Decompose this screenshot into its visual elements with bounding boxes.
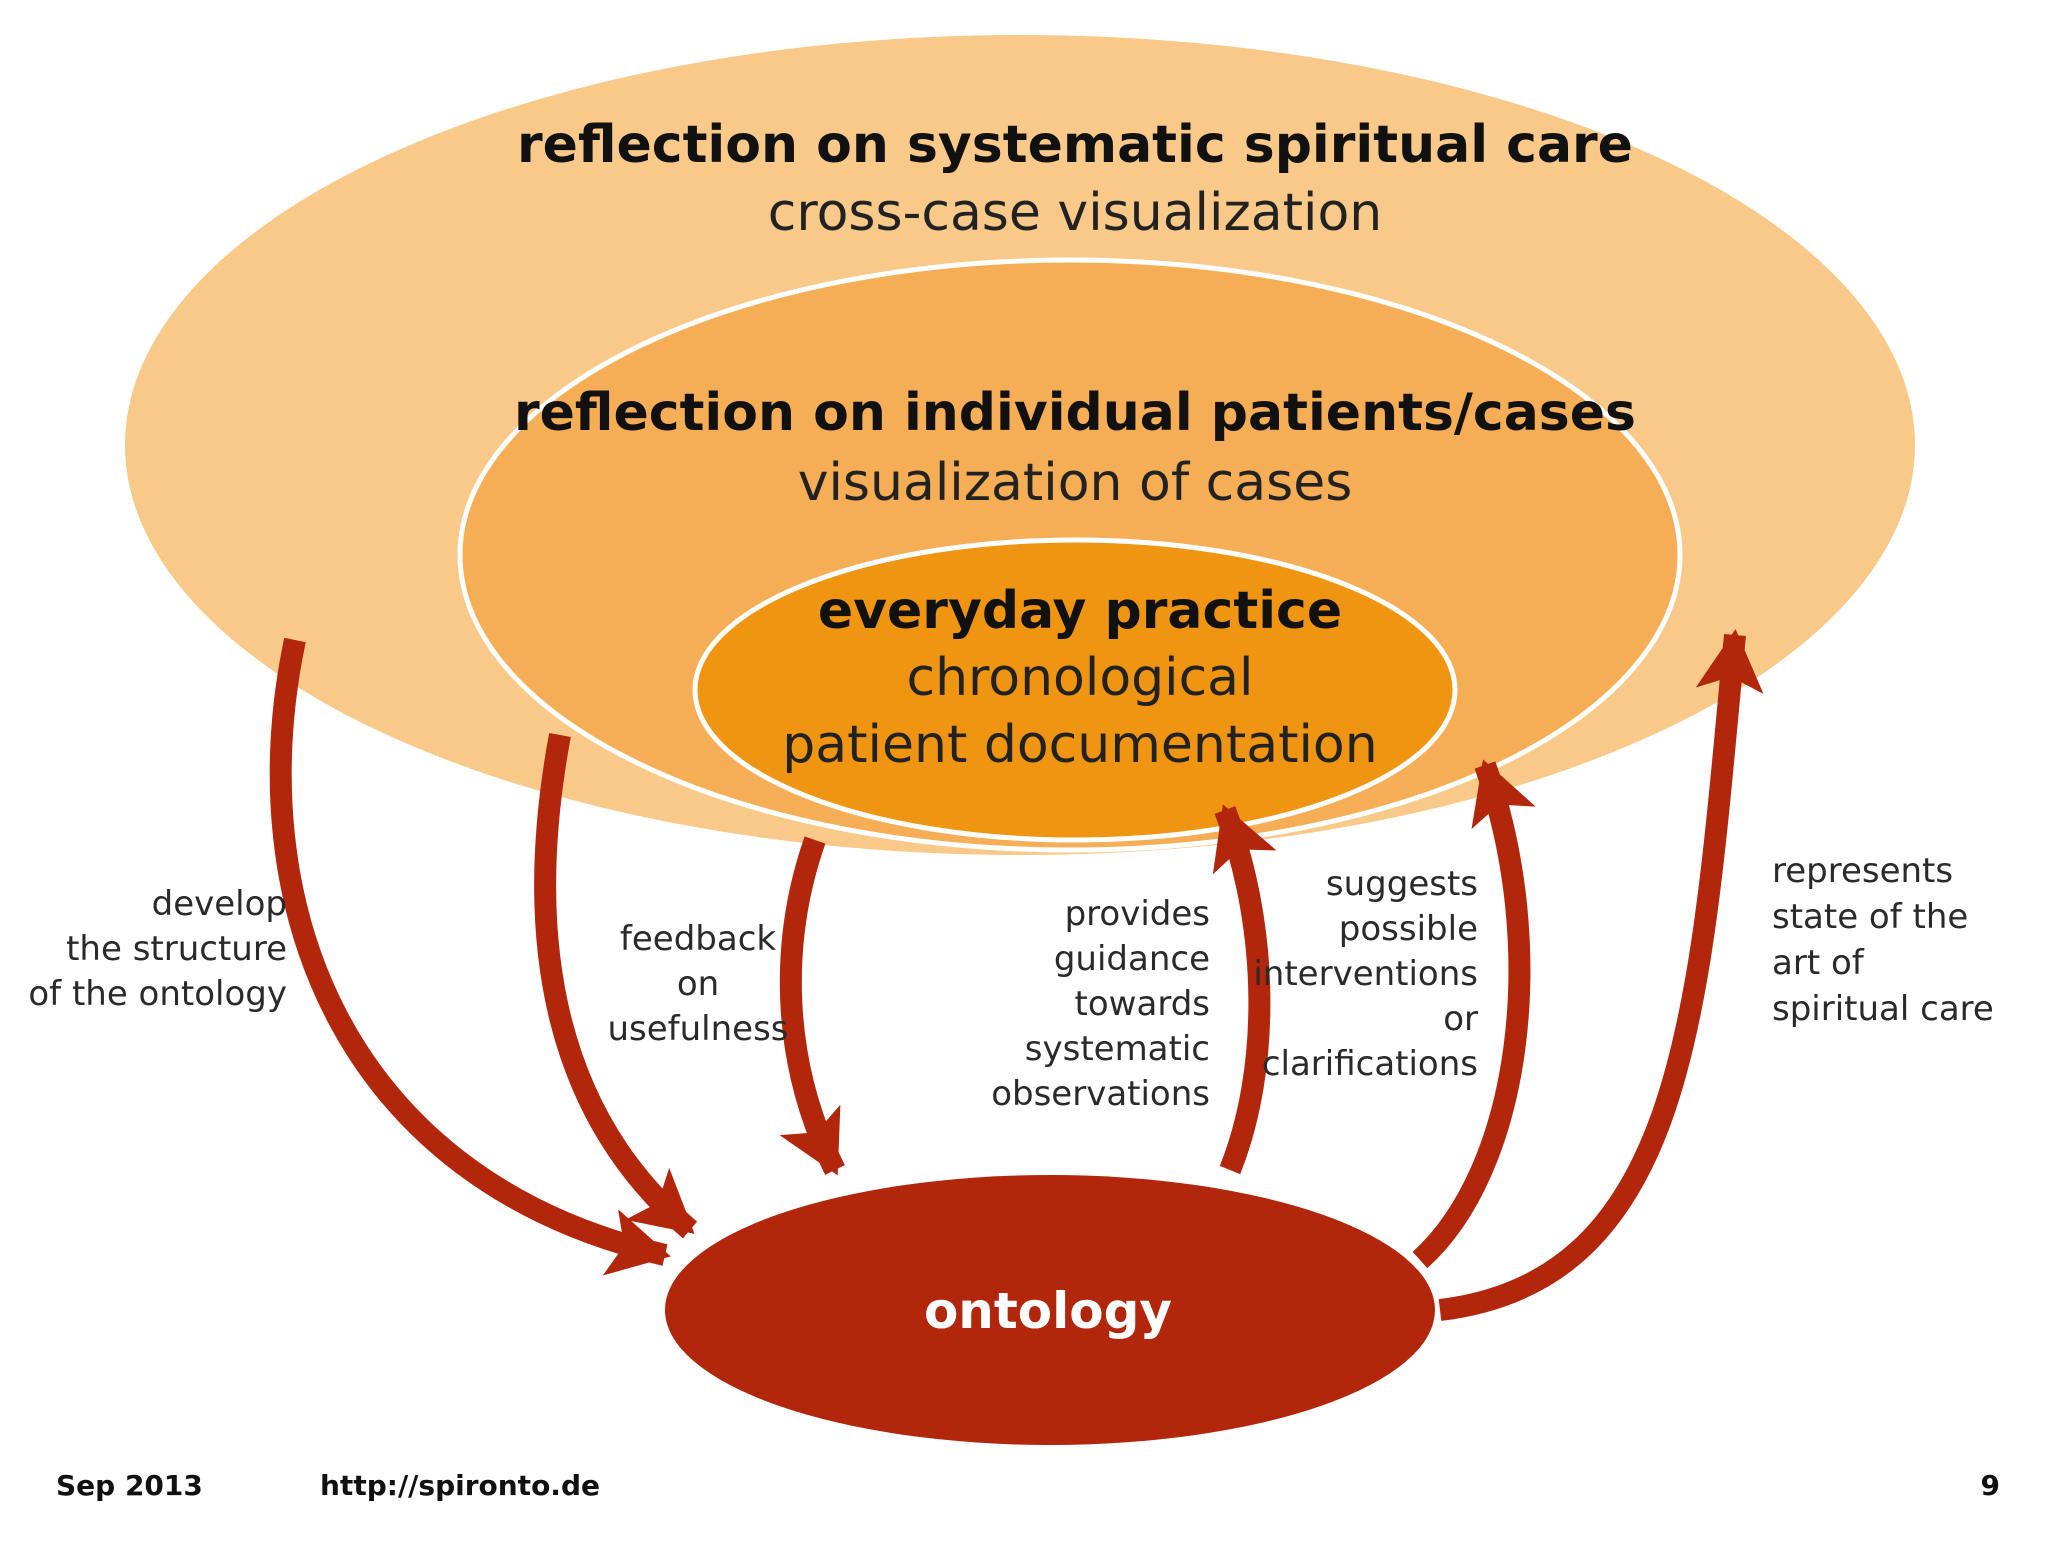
inner-subtitle-line2: patient documentation <box>782 715 1377 775</box>
represents-label-line: spiritual care <box>1772 989 1994 1029</box>
feedback-label-line: feedback <box>620 919 776 959</box>
ontology-label: ontology <box>924 1282 1172 1340</box>
develop-label-line: develop <box>152 884 287 924</box>
arrows-group <box>269 629 1764 1321</box>
middle-subtitle: visualization of cases <box>798 453 1353 513</box>
usefulness-arrow <box>779 836 845 1176</box>
develop-arrow <box>269 637 671 1276</box>
suggests-label-line: clarifications <box>1262 1044 1478 1084</box>
suggests-label: suggests possible interventions or clari… <box>1253 864 1478 1084</box>
represents-label: represents state of the art of spiritual… <box>1772 851 1994 1029</box>
suggests-label-line: or <box>1443 999 1478 1039</box>
represents-label-line: state of the <box>1772 897 1968 937</box>
feedback-arrow <box>534 732 698 1239</box>
suggests-label-line: possible <box>1339 909 1478 949</box>
guidance-label-line: provides <box>1065 894 1210 934</box>
guidance-label: provides guidance towards systematic obs… <box>991 894 1210 1114</box>
footer-date: Sep 2013 <box>56 1469 203 1502</box>
feedback-label-line: usefulness <box>607 1009 788 1049</box>
inner-ellipse <box>692 537 1458 843</box>
develop-label-line: of the ontology <box>28 974 287 1014</box>
guidance-label-line: guidance <box>1054 939 1210 979</box>
suggests-label-line: suggests <box>1326 864 1478 904</box>
guidance-arrow <box>1212 804 1277 1175</box>
develop-label: develop the structure of the ontology <box>28 884 287 1014</box>
ontology-ellipse <box>665 1175 1435 1445</box>
footer-url[interactable]: http://spironto.de <box>320 1469 600 1502</box>
represents-arrow <box>1438 629 1764 1321</box>
represents-label-line: represents <box>1772 851 1953 891</box>
suggests-arrow <box>1412 759 1536 1269</box>
inner-title: everyday practice <box>818 581 1342 641</box>
feedback-label-line: on <box>677 964 719 1004</box>
represents-label-line: art of <box>1772 943 1865 983</box>
feedback-label: feedback on usefulness <box>607 919 788 1049</box>
footer-page-number: 9 <box>1981 1469 2000 1502</box>
develop-label-line: the structure <box>66 929 287 969</box>
outer-subtitle: cross-case visualization <box>768 183 1382 243</box>
suggests-label-line: interventions <box>1253 954 1478 994</box>
guidance-label-line: towards <box>1075 984 1210 1024</box>
inner-subtitle-line1: chronological <box>907 648 1254 708</box>
outer-title: reflection on systematic spiritual care <box>517 115 1633 175</box>
guidance-label-line: observations <box>991 1074 1210 1114</box>
guidance-label-line: systematic <box>1025 1029 1210 1069</box>
middle-title: reflection on individual patients/cases <box>514 383 1636 443</box>
